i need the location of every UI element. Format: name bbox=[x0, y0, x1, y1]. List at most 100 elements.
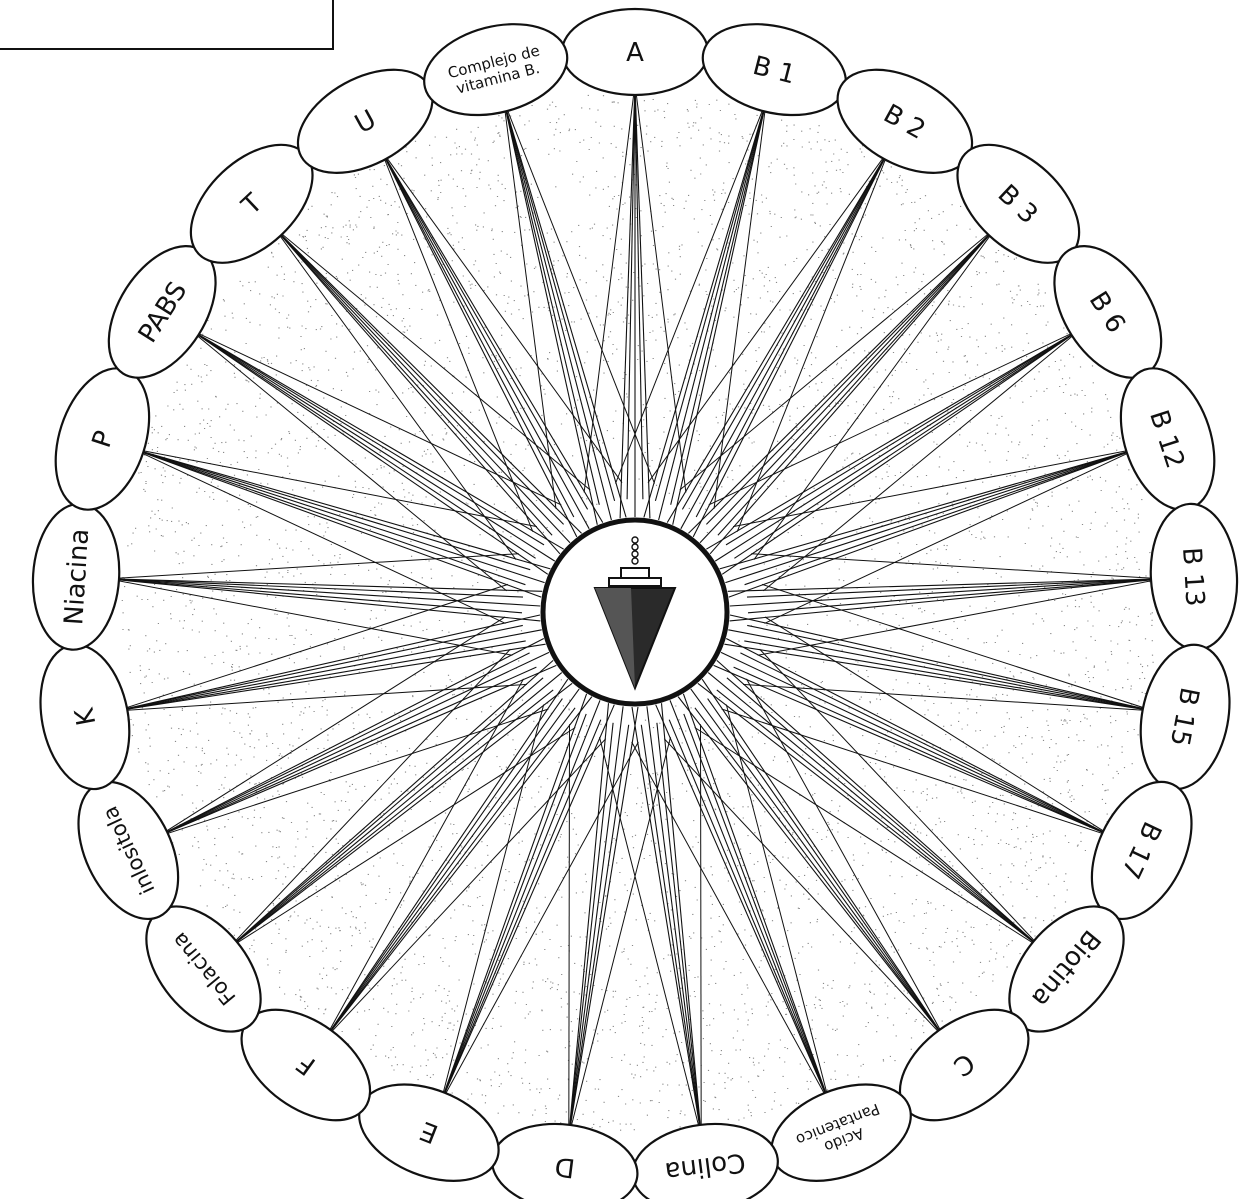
cross-line bbox=[157, 617, 505, 837]
vitamin-k[interactable]: K bbox=[29, 637, 141, 797]
radial-line bbox=[718, 227, 997, 535]
cross-line bbox=[714, 101, 766, 509]
radial-line bbox=[745, 449, 1138, 585]
cross-line bbox=[381, 149, 622, 482]
vitamin-b-1[interactable]: B 1 bbox=[693, 10, 856, 130]
radial-line bbox=[744, 641, 1153, 711]
cross-line bbox=[632, 742, 830, 1103]
radial-line bbox=[729, 449, 1137, 597]
cross-line bbox=[709, 329, 1081, 505]
cross-line bbox=[441, 705, 544, 1103]
cross-line bbox=[504, 101, 556, 509]
radial-line bbox=[504, 101, 626, 518]
cross-line bbox=[569, 724, 570, 1136]
radial-line bbox=[693, 149, 889, 537]
radial-line bbox=[747, 579, 1162, 597]
radial-line bbox=[708, 673, 1042, 949]
radial-line bbox=[381, 149, 577, 537]
radial-line bbox=[655, 101, 766, 501]
cross-line bbox=[108, 579, 512, 656]
vitamin-b-12[interactable]: B 12 bbox=[1104, 356, 1231, 521]
vitamin-a[interactable]: A bbox=[562, 9, 708, 95]
cross-line bbox=[701, 724, 702, 1136]
cross-line bbox=[157, 709, 548, 837]
radial-line bbox=[116, 644, 545, 711]
radial-line bbox=[671, 101, 767, 505]
vitamin-p[interactable]: P bbox=[39, 356, 166, 521]
line-bundle-niacina bbox=[108, 554, 542, 656]
vitamin-label: B 13 bbox=[1176, 546, 1210, 607]
radial-line bbox=[157, 639, 544, 837]
radial-line bbox=[381, 149, 588, 509]
radial-line bbox=[228, 683, 572, 948]
vitamin-label-line: B 13 bbox=[1176, 546, 1210, 607]
radial-line bbox=[644, 101, 766, 518]
radial-line bbox=[730, 579, 1162, 606]
radial-line bbox=[133, 449, 530, 570]
cross-line bbox=[228, 728, 575, 949]
radial-line bbox=[228, 660, 553, 948]
radial-line bbox=[504, 101, 598, 525]
radial-line bbox=[657, 723, 701, 1136]
radial-line bbox=[726, 639, 1112, 837]
vitamin-label: Niacina bbox=[59, 528, 95, 626]
vitamin-label: D bbox=[553, 1150, 577, 1182]
cross-line bbox=[441, 742, 639, 1103]
radial-line bbox=[274, 227, 552, 535]
vitamin-b-15[interactable]: B 15 bbox=[1129, 637, 1241, 797]
vitamin-complejo-de-vitamina-b[interactable]: Complejo devitamina B. bbox=[414, 10, 577, 130]
radial-line bbox=[740, 449, 1137, 570]
radial-line bbox=[189, 329, 544, 545]
radial-line bbox=[108, 579, 522, 613]
cross-line bbox=[584, 84, 635, 492]
cross-line bbox=[722, 709, 1113, 837]
radial-line bbox=[682, 149, 889, 509]
line-bundle-biotina bbox=[695, 649, 1042, 949]
radial-line bbox=[673, 101, 767, 525]
radial-line bbox=[569, 703, 609, 1136]
radial-line bbox=[681, 149, 890, 529]
radial-line bbox=[662, 703, 702, 1136]
cross-line bbox=[133, 449, 506, 624]
line-bundle-folacina bbox=[228, 649, 575, 949]
radial-line bbox=[504, 101, 600, 505]
cross-line bbox=[569, 737, 671, 1136]
cross-line bbox=[763, 329, 1081, 591]
radial-line bbox=[108, 579, 540, 606]
line-bundle-b-12 bbox=[720, 449, 1138, 624]
line-bundle-b-13 bbox=[728, 554, 1162, 656]
radial-line bbox=[504, 101, 615, 501]
vitamin-niacina[interactable]: Niacina bbox=[29, 501, 124, 652]
cross-line bbox=[635, 84, 686, 492]
radial-line bbox=[748, 579, 1162, 613]
radial-line bbox=[726, 329, 1081, 545]
vitamin-d[interactable]: D bbox=[487, 1116, 643, 1199]
radial-line bbox=[116, 615, 540, 711]
line-bundle-a bbox=[584, 84, 686, 518]
cross-line bbox=[695, 728, 1042, 949]
cross-line bbox=[228, 649, 510, 949]
radial-line bbox=[721, 652, 1113, 836]
radial-line bbox=[706, 227, 996, 524]
radial-line bbox=[698, 683, 1042, 948]
cross-line bbox=[760, 649, 1042, 949]
radial-line bbox=[157, 652, 549, 836]
radial-line bbox=[228, 673, 562, 949]
vitamin-b-13[interactable]: B 13 bbox=[1146, 501, 1241, 652]
radial-line bbox=[133, 449, 541, 597]
cross-line bbox=[189, 329, 507, 591]
cross-line bbox=[648, 149, 889, 482]
cross-line bbox=[726, 705, 829, 1103]
vitamin-label: A bbox=[626, 38, 644, 68]
radial-line bbox=[569, 725, 629, 1136]
cross-line bbox=[765, 617, 1113, 837]
cross-line bbox=[600, 737, 702, 1136]
radial-line bbox=[569, 706, 623, 1136]
cross-line bbox=[758, 579, 1162, 656]
radial-line bbox=[720, 449, 1138, 569]
vitamin-colina[interactable]: Colina bbox=[627, 1116, 783, 1199]
radial-line bbox=[108, 579, 523, 597]
radial-line bbox=[684, 714, 830, 1103]
radial-line bbox=[133, 449, 526, 585]
